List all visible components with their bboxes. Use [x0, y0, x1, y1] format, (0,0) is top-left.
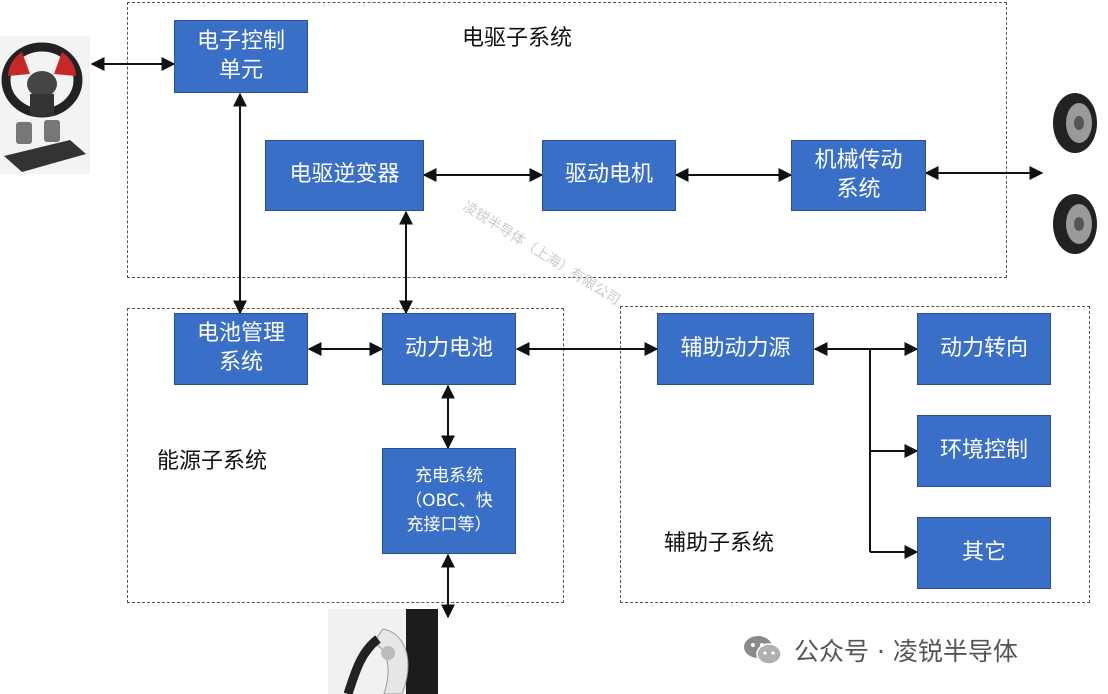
steering-wheel-pedals-image: [0, 36, 90, 174]
battery-block: 动力电池: [382, 313, 516, 385]
footer-brand-text: 公众号 · 凌锐半导体: [794, 637, 1018, 666]
electric-drive-subsystem-label: 电驱子系统: [462, 26, 573, 51]
motor-block: 驱动电机: [542, 140, 676, 211]
steering-block: 动力转向: [917, 313, 1051, 385]
climate-block: 环境控制: [917, 415, 1051, 487]
aux-branch-line: [815, 348, 871, 552]
ev-charger-plug-image: [328, 609, 438, 694]
footer-brand: 公众号 · 凌锐半导体: [742, 632, 1018, 668]
other-block: 其它: [917, 517, 1051, 589]
ecu-block: 电子控制 单元: [174, 20, 308, 93]
auxiliary-subsystem-label: 辅助子系统: [664, 531, 775, 556]
aux-power-block: 辅助动力源: [657, 313, 814, 385]
inverter-block: 电驱逆变器: [265, 140, 424, 211]
wechat-icon: [744, 636, 782, 665]
auxiliary-subsystem-frame: [620, 306, 1090, 603]
tires-image: [1053, 93, 1097, 254]
bms-block: 电池管理 系统: [174, 313, 308, 385]
energy-subsystem-label: 能源子系统: [157, 449, 268, 474]
energy-subsystem-frame: [127, 308, 564, 603]
charging-block: 充电系统 （OBC、快 充接口等）: [382, 448, 516, 554]
transmission-block: 机械传动 系统: [791, 140, 926, 211]
electric-drive-subsystem-frame: [127, 2, 1007, 278]
